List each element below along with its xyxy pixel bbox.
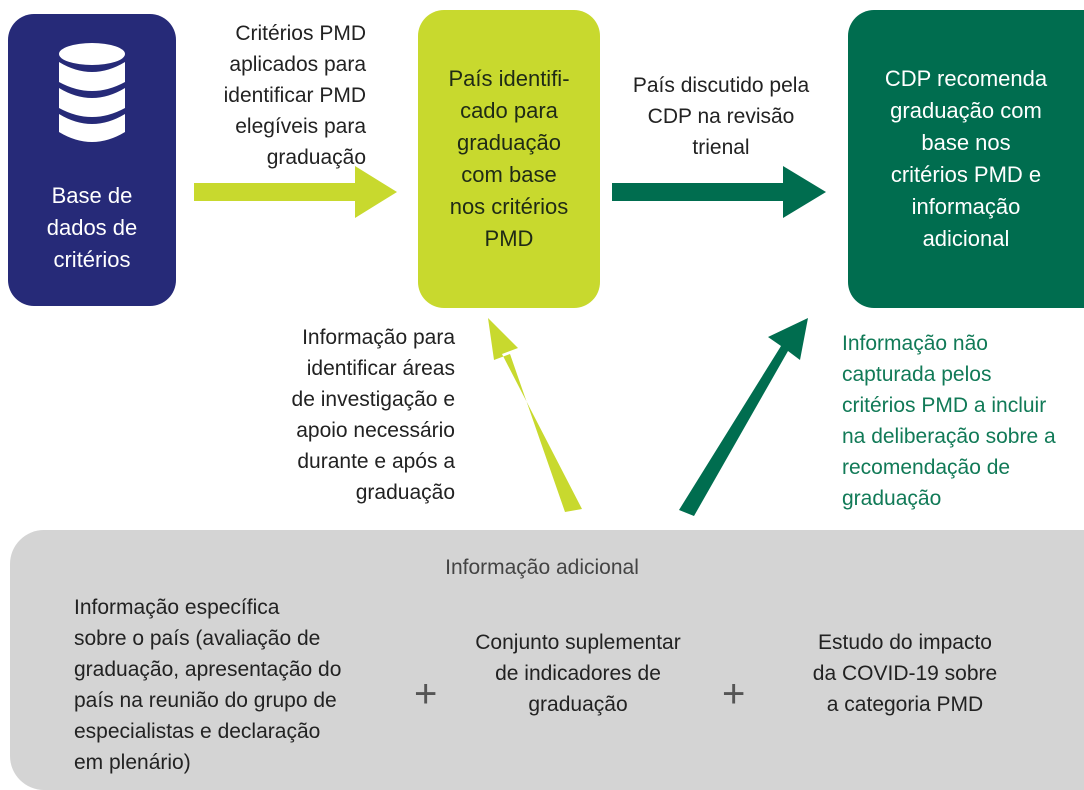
- criteria-applied-label: Critérios PMD aplicados para identificar…: [223, 22, 366, 169]
- info-not-captured-label: Informação não capturada pelos critérios…: [842, 332, 1056, 510]
- database-box-label: Base de dados de critérios: [46, 183, 138, 272]
- additional-info-box: [10, 530, 1084, 790]
- cdp-recommends-box: CDP recomenda graduação com base nos cri…: [848, 10, 1084, 308]
- recommend-box-label: CDP recomenda graduação com base nos cri…: [884, 66, 1048, 251]
- identified-box-label: País identifi- cado para graduação com b…: [448, 66, 570, 251]
- covid-impact-study: Estudo do impacto da COVID-19 sobre a ca…: [812, 631, 998, 716]
- plus-icon: +: [414, 672, 438, 716]
- supplementary-indicators: Conjunto suplementar de indicadores de g…: [475, 631, 681, 716]
- country-identified-box: País identifi- cado para graduação com b…: [418, 10, 600, 308]
- country-discussed-label: País discutido pela CDP na revisão trien…: [632, 74, 810, 159]
- country-specific-info: Informação específica sobre o país (aval…: [74, 596, 342, 774]
- identified-to-recommend-arrow: [612, 166, 826, 218]
- additional-to-identified-arrow: [488, 318, 582, 512]
- database-icon: [59, 43, 125, 142]
- additional-info-title: Informação adicional: [445, 556, 639, 579]
- info-support-label: Informação para identificar áreas de inv…: [291, 326, 455, 504]
- plus-icon: +: [722, 672, 746, 716]
- criteria-to-identified-arrow: [194, 166, 397, 218]
- criteria-database-box: Base de dados de critérios: [8, 14, 176, 306]
- additional-to-recommend-arrow: [679, 318, 808, 516]
